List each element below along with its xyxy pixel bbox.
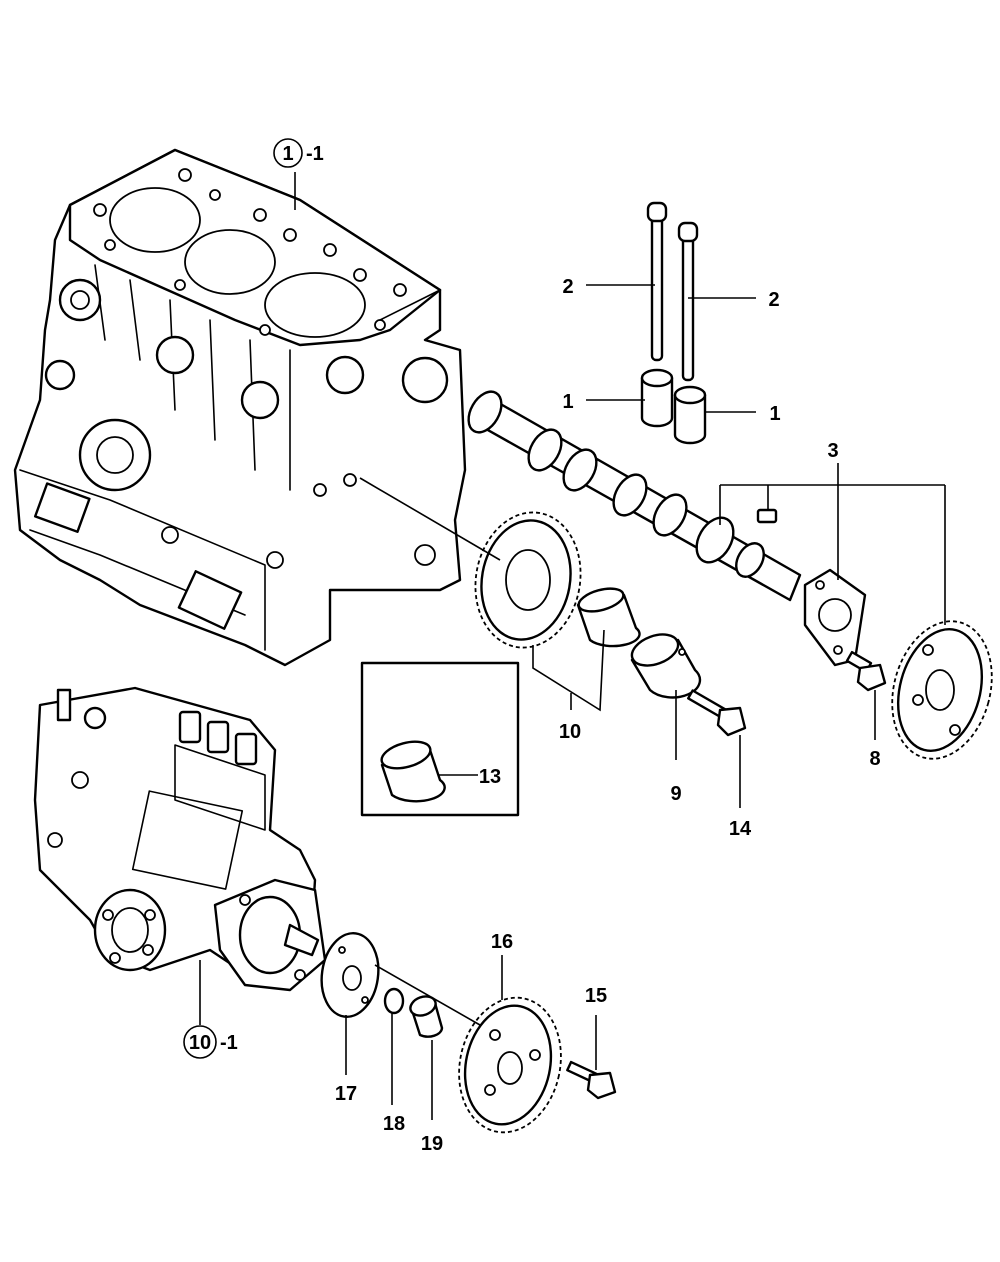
thrust-plate [803, 568, 867, 667]
camshaft [467, 390, 802, 602]
reference-1-suffix: -1 [306, 143, 324, 165]
reference-1: 1 -1 [273, 138, 324, 168]
bolt-8 [845, 650, 887, 692]
reference-1-number: 1 [282, 143, 293, 165]
callout-1-left: 1 [562, 391, 573, 413]
idler-bushing [576, 587, 641, 648]
coupling-17 [320, 932, 380, 1018]
callout-9: 9 [670, 783, 681, 805]
callout-15: 15 [585, 985, 607, 1007]
key [756, 508, 778, 524]
callout-3: 3 [827, 440, 838, 462]
leader-lines [199, 172, 946, 1120]
circlip-18 [383, 987, 405, 1015]
push-rods [646, 201, 699, 382]
callout-2-left: 2 [562, 276, 573, 298]
idler-shaft [630, 633, 702, 699]
callout-2-right: 2 [768, 289, 779, 311]
injection-pump [33, 686, 327, 992]
callout-19: 19 [421, 1133, 443, 1155]
bushing-13 [380, 740, 446, 803]
callout-17: 17 [335, 1083, 357, 1105]
reference-10: 10 -1 [183, 1025, 238, 1059]
callout-1-right: 1 [769, 403, 780, 425]
reference-10-number: 10 [189, 1032, 211, 1054]
cylinder-block [13, 148, 467, 667]
collar-19 [409, 995, 444, 1038]
bolt-14 [686, 689, 747, 737]
idler-gear [474, 511, 582, 649]
pump-gear-16 [458, 996, 562, 1134]
cam-gear [891, 620, 993, 760]
reference-10-suffix: -1 [220, 1032, 238, 1054]
callout-14: 14 [729, 818, 752, 840]
callout-13: 13 [479, 766, 501, 788]
bolt-15 [566, 1060, 617, 1100]
callout-8: 8 [869, 748, 880, 770]
callout-10: 10 [559, 721, 581, 743]
callout-18: 18 [383, 1113, 405, 1135]
tappets [640, 368, 707, 445]
callout-16: 16 [491, 931, 513, 953]
